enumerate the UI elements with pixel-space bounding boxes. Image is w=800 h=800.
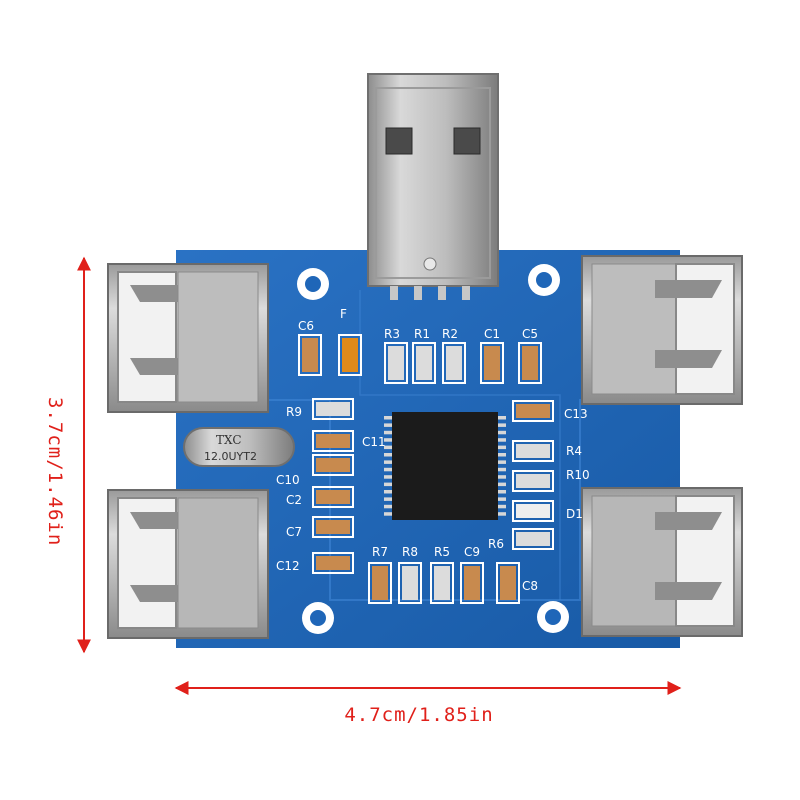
smd-top-6 (518, 342, 542, 384)
smd-left-4 (312, 516, 354, 538)
label-c13: C13 (564, 407, 588, 421)
mounting-hole-top-right (528, 264, 560, 296)
smd-left-0 (312, 398, 354, 420)
label-c8: C8 (522, 579, 538, 593)
smd-bottom-2 (430, 562, 454, 604)
crystal-oscillator: TXC 12.0UYT2 (183, 427, 295, 467)
usb-a-female-port-bottom-left (107, 489, 269, 639)
silkscreen-labels: C6 F R3 R1 R2 C1 C5 R9 C11 C10 C2 C7 C12… (276, 307, 590, 593)
usb-a-female-port-top-left (107, 263, 269, 413)
label-c6: C6 (298, 319, 314, 333)
smd-bottom-3 (460, 562, 484, 604)
mounting-hole-bottom-left (302, 602, 334, 634)
smd-left-5 (312, 552, 354, 574)
crystal-brand-label: TXC (216, 433, 242, 447)
label-c1: C1 (484, 327, 500, 341)
smd-top-5 (480, 342, 504, 384)
smd-left-2 (312, 454, 354, 476)
label-r3: R3 (384, 327, 400, 341)
label-f: F (340, 307, 347, 321)
label-r1: R1 (414, 327, 430, 341)
width-dimension-label: 4.7cm/1.85in (344, 704, 494, 726)
mounting-hole-top-left (297, 268, 329, 300)
label-r8: R8 (402, 545, 418, 559)
smd-top-0 (298, 334, 322, 376)
label-r4: R4 (566, 444, 582, 458)
smd-bottom-1 (398, 562, 422, 604)
label-c9: C9 (464, 545, 480, 559)
label-c12: C12 (276, 559, 300, 573)
label-r9: R9 (286, 405, 302, 419)
usb-a-female-port-bottom-right (581, 487, 743, 637)
label-r10: R10 (566, 468, 590, 482)
label-c10: C10 (276, 473, 300, 487)
label-r5: R5 (434, 545, 450, 559)
label-r6: R6 (488, 537, 504, 551)
label-d1: D1 (566, 507, 583, 521)
smd-top-1 (338, 334, 362, 376)
smd-bottom-0 (368, 562, 392, 604)
smd-components (298, 334, 554, 604)
label-r2: R2 (442, 327, 458, 341)
smd-top-3 (412, 342, 436, 384)
label-c2: C2 (286, 493, 302, 507)
label-c7: C7 (286, 525, 302, 539)
mounting-hole-bottom-right (537, 601, 569, 633)
smd-right-4 (512, 528, 554, 550)
smd-right-1 (512, 440, 554, 462)
smd-right-0 (512, 400, 554, 422)
smd-bottom-4 (496, 562, 520, 604)
label-c5: C5 (522, 327, 538, 341)
smd-right-2 (512, 470, 554, 492)
usb-a-male-plug (367, 73, 499, 300)
height-dimension-label: 3.7cm/1.46in (44, 397, 66, 547)
smd-right-3 (512, 500, 554, 522)
smd-left-3 (312, 486, 354, 508)
usb-a-female-port-top-right (581, 255, 743, 405)
label-r7: R7 (372, 545, 388, 559)
smd-left-1 (312, 430, 354, 452)
smd-top-4 (442, 342, 466, 384)
label-c11: C11 (362, 435, 386, 449)
crystal-marking-label: 12.0UYT2 (204, 450, 257, 463)
smd-top-2 (384, 342, 408, 384)
usb-hub-controller-chip (384, 412, 506, 520)
